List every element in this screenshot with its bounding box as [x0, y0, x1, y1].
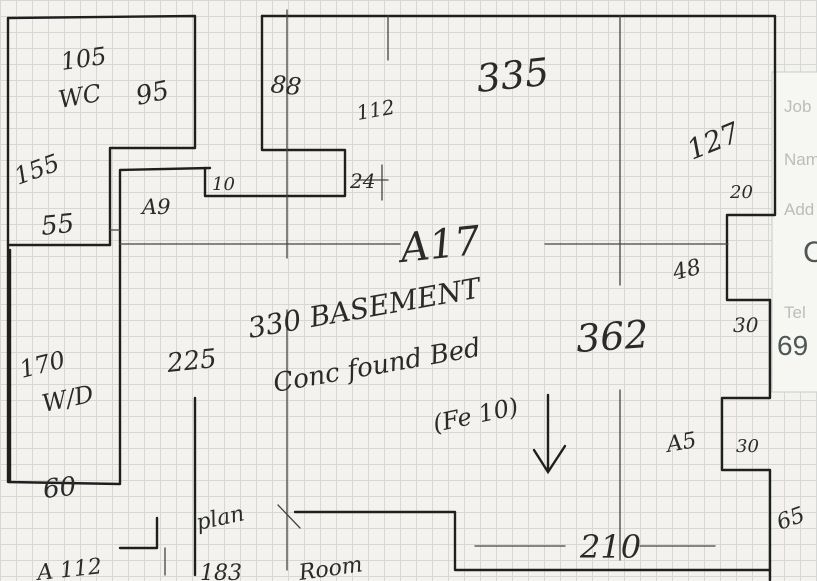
- form-value-c: C: [803, 236, 817, 269]
- dim-notch-depth: 88: [269, 70, 302, 101]
- room-title: 330 BASEMENT: [245, 271, 484, 345]
- down-arrow: [532, 393, 567, 475]
- job-label: Job: [784, 97, 811, 116]
- label-left-room: W/D: [39, 380, 96, 418]
- plan-labels: 105 WC 95 155 55 A9 10 88 112 335 24 127…: [10, 42, 808, 581]
- dim-bottom-width: 210: [579, 528, 641, 566]
- room-note: (Fe 10): [430, 393, 520, 438]
- wall-center-notch: [203, 14, 347, 198]
- bottom-left-a: 183: [200, 561, 242, 581]
- area-label: A17: [394, 218, 483, 273]
- dim-left-room: 170: [17, 346, 68, 384]
- dim-left-bottom: 60: [42, 472, 78, 505]
- wall-bottom: [293, 510, 772, 572]
- dim-hall-a: A9: [140, 195, 171, 219]
- dim-side-d: 30: [736, 436, 759, 457]
- dim-room-depth: 362: [575, 312, 650, 361]
- wall-top-left-room: [6, 14, 197, 247]
- dim-wc-depth: 95: [133, 76, 172, 112]
- dim-side-a: 48: [669, 255, 703, 286]
- dim-notch-gap: 112: [355, 95, 397, 125]
- bottom-left-b: Room: [296, 552, 364, 581]
- dim-right-edge: 65: [774, 503, 809, 536]
- bottom-far-left: A 112: [34, 554, 103, 581]
- label-wc: WC: [56, 79, 103, 114]
- form-card: Job Name Add C Tel 69: [771, 71, 817, 393]
- dim-mid-height: 225: [165, 344, 218, 379]
- room-subtitle: Conc found Bed: [271, 333, 483, 399]
- plan-guides: [109, 9, 729, 576]
- dim-top-left-width: 105: [59, 42, 108, 76]
- bottom-note: plan: [194, 501, 247, 536]
- dim-right-step: 20: [729, 182, 753, 203]
- wall-top-right: [260, 14, 777, 302]
- wall-right-lower: [720, 298, 772, 581]
- form-value-69: 69: [777, 330, 808, 361]
- tel-label: Tel: [784, 303, 806, 322]
- dim-notch-b: 24: [349, 169, 375, 193]
- dim-left-height: 155: [10, 149, 63, 191]
- name-label: Name: [784, 150, 817, 169]
- dim-hall-b: 10: [212, 174, 235, 195]
- address-label: Add: [784, 200, 814, 219]
- dim-top-width: 335: [474, 50, 551, 101]
- plan-walls: [6, 14, 777, 581]
- dim-left-lower: 55: [40, 209, 76, 242]
- wall-left-column: [6, 16, 212, 486]
- dim-side-b: 30: [733, 313, 759, 337]
- dim-right-upper: 127: [682, 116, 744, 167]
- dim-side-c: A5: [663, 428, 699, 458]
